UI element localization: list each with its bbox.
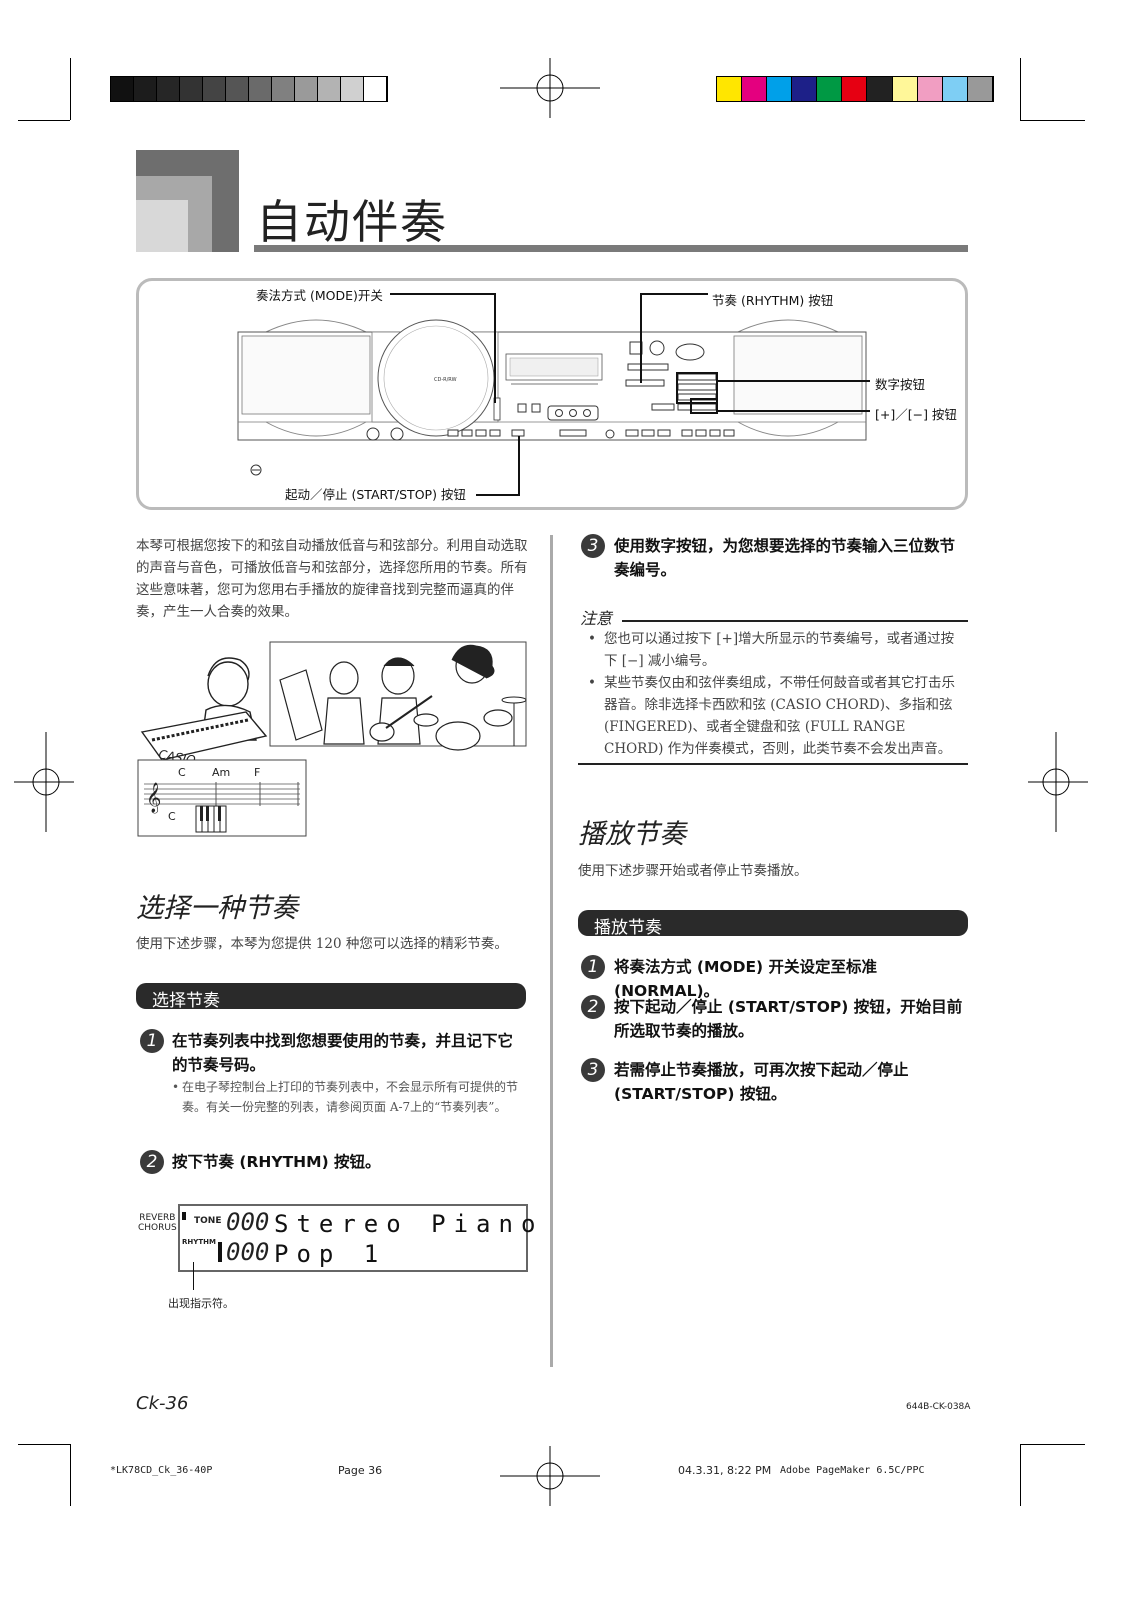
page-number: Ck-36 <box>136 1393 189 1414</box>
svg-text:𝄞: 𝄞 <box>146 782 161 814</box>
select-step-1-bullet: • 在电子琴控制台上打印的节奏列表中，不会显示所有可提供的节奏。有关一份完整的列… <box>172 1080 519 1114</box>
color-swatch <box>917 77 943 101</box>
slug-page: Page 36 <box>338 1464 383 1477</box>
select-section-desc: 使用下述步骤，本琴为您提供 120 种您可以选择的精彩节奏。 <box>136 936 508 952</box>
indicator-pointer-line <box>193 1262 194 1290</box>
color-swatch <box>341 77 364 101</box>
registration-mark-left <box>14 732 74 832</box>
lcd-rhythm-number: 000 <box>226 1238 270 1266</box>
color-swatch <box>742 77 768 101</box>
gray-scale-bar <box>110 76 388 102</box>
lcd-tone-name: Stereo Piano <box>274 1210 544 1238</box>
play-step-3: 若需停止节奏播放，可再次按下起动／停止(START/STOP) 按钮。 <box>614 1061 909 1103</box>
chord-3: F <box>254 766 260 779</box>
chord-2: Am <box>212 766 230 779</box>
keyboard-panel-diagram <box>136 278 968 510</box>
callout-plus-minus: [+]／[−] 按钮 <box>875 407 957 422</box>
page-title: 自动伴奏 <box>256 195 448 249</box>
note-bottom-rule <box>578 763 968 765</box>
play-step-number-2: 2 <box>581 995 605 1019</box>
color-swatch <box>792 77 818 101</box>
play-step-number-3: 3 <box>581 1058 605 1082</box>
color-swatch <box>226 77 249 101</box>
title-underline <box>254 245 968 252</box>
column-divider <box>550 535 553 1367</box>
select-step-1: 在节奏列表中找到您想要使用的节奏，并且记下它的节奏号码。 <box>172 1032 514 1074</box>
color-swatch <box>967 77 993 101</box>
color-swatch <box>134 77 157 101</box>
note-heading: 注意 <box>580 609 613 628</box>
step-number-2: 2 <box>140 1150 164 1174</box>
keyboard-panel-drawing: CD-R/RW <box>237 319 867 476</box>
color-swatch <box>295 77 318 101</box>
lcd-tone-number: 000 <box>226 1208 270 1236</box>
chord-1: C <box>178 766 186 779</box>
step-number-1: 1 <box>140 1029 164 1053</box>
registration-mark-bottom <box>500 1446 600 1506</box>
color-swatch <box>180 77 203 101</box>
color-swatch <box>817 77 843 101</box>
play-step-2: 按下起动／停止 (START/STOP) 按钮，开始目前所选取节奏的播放。 <box>614 998 963 1040</box>
registration-mark-right <box>1028 732 1088 832</box>
color-calibration-bar <box>716 76 994 102</box>
note-item-1: • 您也可以通过按下 [+]增大所显示的节奏编号，或者通过按下 [−] 减小编号… <box>588 631 955 669</box>
registration-mark-top <box>500 58 600 118</box>
play-section-heading: 播放节奏 <box>578 819 686 850</box>
select-rhythm-box: 选择节奏 <box>136 983 526 1011</box>
callout-mode-switch: 奏法方式 (MODE)开关 <box>256 288 383 303</box>
lcd-reverb-chorus: REVERB CHORUS <box>138 1213 177 1233</box>
color-swatch <box>842 77 868 101</box>
color-swatch <box>717 77 743 101</box>
color-swatch <box>249 77 272 101</box>
play-step-1: 将奏法方式 (MODE) 开关设定至标准 (NORMAL)。 <box>614 958 878 1000</box>
color-swatch <box>157 77 180 101</box>
lcd-display: TONE 000 Stereo Piano RHYTHM 000 Pop 1 <box>178 1204 535 1272</box>
cd-badge: CD-R/RW <box>434 377 457 383</box>
select-step-2: 按下节奏 (RHYTHM) 按钮。 <box>172 1153 381 1171</box>
note-item-2: • 某些节奏仅由和弦伴奏组成，不带任何鼓音或者其它打击乐器音。除非选择卡西欧和弦… <box>588 675 955 757</box>
indicator-caption: 出现指示符。 <box>168 1297 234 1310</box>
lcd-tone-label: TONE <box>194 1216 222 1226</box>
color-swatch <box>364 77 387 101</box>
note-top-rule <box>622 620 968 622</box>
color-swatch <box>892 77 918 101</box>
play-rhythm-box: 播放节奏 <box>578 910 968 938</box>
doc-code: 644B-CK-038A <box>906 1402 971 1412</box>
color-swatch <box>111 77 134 101</box>
play-step-number-1: 1 <box>581 955 605 979</box>
color-swatch <box>203 77 226 101</box>
color-swatch <box>318 77 341 101</box>
intro-paragraph: 本琴可根据您按下的和弦自动播放低音与和弦部分。利用自动选取的声音与音色，可播放低… <box>136 538 528 620</box>
callout-start-stop: 起动／停止 (START/STOP) 按钮 <box>285 487 466 502</box>
play-section-desc: 使用下述步骤开始或者停止节奏播放。 <box>578 863 808 879</box>
slug-app: Adobe PageMaker 6.5C/PPC <box>780 1465 925 1476</box>
color-swatch <box>767 77 793 101</box>
slug-date: 04.3.31, 8:22 PM <box>678 1464 772 1477</box>
slug-file: *LK78CD_Ck_36-40P <box>110 1465 213 1476</box>
select-section-heading: 选择一种节奏 <box>136 893 298 924</box>
callout-rhythm-button: 节奏 (RHYTHM) 按钮 <box>712 293 834 308</box>
step-number-3: 3 <box>581 534 605 558</box>
callout-number-buttons: 数字按钮 <box>875 377 926 392</box>
lcd-rhythm-label: RHYTHM <box>182 1238 216 1246</box>
color-swatch <box>272 77 295 101</box>
lcd-rhythm-name: Pop 1 <box>274 1240 387 1268</box>
select-step-3: 使用数字按钮，为您想要选择的节奏输入三位数节奏编号。 <box>614 537 956 579</box>
bass-note: C <box>168 810 176 823</box>
color-swatch <box>867 77 893 101</box>
color-swatch <box>942 77 968 101</box>
band-illustration: CASIO 𝄞 C Am F C <box>137 641 527 837</box>
